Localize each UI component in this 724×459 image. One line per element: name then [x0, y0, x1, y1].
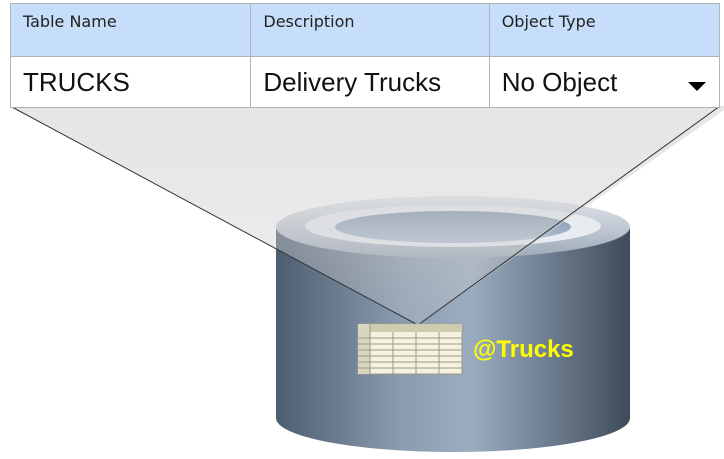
object-type-value: No Object — [501, 66, 618, 97]
header-cell: Description — [250, 3, 490, 57]
table-row: TRUCKS Delivery Trucks No Object — [9, 56, 721, 108]
table-grid-icon — [357, 323, 463, 375]
header-object-type: Object Type — [501, 11, 596, 31]
description-cell[interactable]: Delivery Trucks — [250, 56, 490, 108]
object-type-select[interactable]: No Object — [488, 56, 721, 108]
description-value: Delivery Trucks — [263, 66, 442, 97]
header-cell: Object Type — [488, 3, 721, 57]
header-description: Description — [263, 11, 355, 31]
table-name-value: TRUCKS — [23, 66, 130, 97]
table-name-cell[interactable]: TRUCKS — [9, 56, 252, 108]
header-table-name: Table Name — [23, 11, 117, 31]
table-header-row: Table Name Description Object Type — [9, 3, 721, 57]
chevron-down-icon[interactable] — [688, 82, 706, 91]
header-cell: Table Name — [9, 3, 252, 57]
callout-funnel — [10, 106, 724, 325]
database-table-label: @Trucks — [473, 336, 574, 363]
table-definition: Table Name Description Object Type TRUCK… — [9, 3, 721, 108]
